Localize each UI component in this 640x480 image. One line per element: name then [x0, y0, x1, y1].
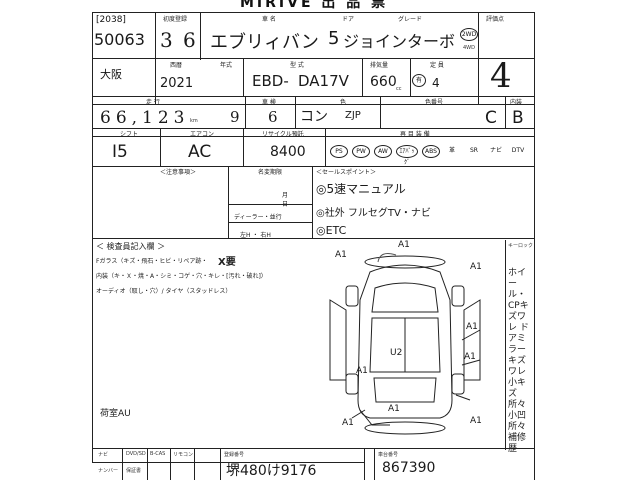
displacement-value: 660 — [370, 74, 397, 90]
rating-value: 4 — [490, 56, 512, 96]
damage-mark: U2 — [390, 348, 403, 358]
damage-mark: A1 — [470, 262, 482, 272]
lot-prefix: [2038] — [96, 15, 126, 25]
name-month: 月 — [282, 192, 289, 199]
color-code-value: ZJP — [345, 110, 361, 121]
capacity-value: 4 — [432, 76, 440, 90]
damage-mark: A1 — [335, 250, 347, 260]
gasoline-badge: 有 — [412, 74, 426, 87]
option-badge: SR — [470, 147, 478, 154]
car-name-label: 車 名 — [262, 16, 276, 23]
lot-number: 50063 — [94, 30, 145, 49]
inspector-title: ＜ 検査員記入欄 ＞ — [96, 242, 166, 251]
bottom-col1: ナビ — [98, 452, 109, 458]
sales-point-1: ◎5速マニュアル — [316, 182, 406, 196]
interior-line: 内装（キ・Ｘ・焼・A・シミ・コゲ・穴・キレ・[汚れ・破れ]） — [96, 273, 267, 280]
aircon-value: AC — [188, 142, 212, 162]
handle-label: 左H ・ 右H — [240, 232, 271, 239]
color-label: 色 — [340, 99, 347, 106]
first-reg-year: 3 — [160, 28, 173, 52]
color-value: コン — [300, 109, 328, 125]
model-year-label: 年式 — [220, 62, 233, 69]
damage-mark: A1 — [342, 418, 354, 428]
km-unit: km — [190, 118, 198, 124]
damage-mark: A1 — [356, 366, 368, 376]
sales-point-3: ◎ETC — [316, 224, 347, 237]
option-badge: PW — [352, 145, 370, 158]
year-label: 西暦 — [170, 62, 183, 69]
model-label: 型 式 — [290, 62, 304, 69]
4wd-label: 4WD — [463, 45, 475, 51]
side-notes: ホイール・CPキズワレ ドアミラーキズワレ 小キズ所々 小凹所々 補修歴 — [508, 268, 529, 454]
option-badge: ナビ — [489, 147, 502, 154]
glass-x: X要 — [218, 257, 236, 268]
glass-line: Fガラス（キズ・飛石・ヒビ・リペア跡・ — [96, 258, 208, 265]
km-mark: キーロック — [508, 243, 534, 249]
first-reg-month: 6 — [183, 28, 196, 52]
page-title: MIRIVE 出 品 票 — [240, 0, 389, 11]
bottom-col4: リモコン — [173, 452, 194, 458]
grade-value: ジョインターボ — [343, 32, 456, 51]
note-title: ＜注意事項＞ — [160, 169, 197, 176]
bottom-plate-label: 登録番号 — [224, 452, 245, 458]
option-badge: PS — [330, 145, 348, 158]
region: 大阪 — [100, 68, 122, 81]
shift-label: シフト — [120, 131, 139, 138]
color-code-label: 色番号 — [425, 99, 444, 106]
displacement-label: 排気量 — [370, 62, 389, 69]
aircon-label: エアコン — [190, 131, 215, 138]
plate-value: 堺480け9176 — [226, 463, 317, 479]
interior-value: B — [512, 108, 524, 128]
sales-title: ＜セールスポイント＞ — [316, 169, 377, 176]
option-badge: ABS — [422, 145, 440, 158]
options-label: 再 目 装 備 — [400, 131, 430, 138]
shaken-label: 車 検 — [262, 99, 276, 106]
option-badge: DTV — [511, 147, 525, 154]
cc-unit: cc — [396, 86, 402, 92]
names-title: 名変期限 — [258, 169, 283, 176]
color-mark: C — [485, 108, 497, 128]
dealer-label: ディーラー・並行 — [234, 214, 282, 221]
vin-value: 867390 — [382, 460, 436, 476]
damage-mark: A1 — [466, 322, 478, 332]
name-day: 日 — [282, 201, 289, 208]
year-value: 2021 — [160, 76, 194, 91]
option-badge: ｴｱﾊﾞｯｸﾞ — [396, 145, 418, 166]
shift-value: I5 — [112, 142, 128, 162]
audio-line: オーディオ（取し・穴）/ タイヤ（スタッドレス） — [96, 288, 232, 295]
sales-point-2: ◎社外 フルセグTV・ナビ — [316, 208, 431, 219]
interior-label: 内装 — [510, 99, 523, 106]
option-badge: 革 — [448, 147, 455, 154]
bottom-row2: ナンバー — [98, 468, 119, 474]
damage-mark: A1 — [464, 352, 476, 362]
damage-mark: A1 — [388, 404, 400, 414]
shaken-year: 9 — [230, 108, 240, 126]
recycle-label: リサイクル預託 — [262, 131, 304, 138]
model-value: DA17V — [298, 72, 349, 90]
grade-label: グレード — [398, 16, 423, 23]
bottom-row2b: 保証書 — [126, 468, 142, 474]
first-reg-label: 初度登録 — [163, 16, 188, 23]
damage-mark: A1 — [398, 240, 410, 250]
2wd-badge: 2WD — [460, 28, 478, 41]
model-prefix: EBD- — [252, 72, 289, 90]
car-name-value: エブリィバン — [210, 32, 319, 53]
bottom-vin-label: 車台番号 — [378, 452, 399, 458]
damage-mark: A1 — [470, 416, 482, 426]
left-note: 荷室AU — [100, 409, 131, 419]
option-badge: AW — [374, 145, 392, 158]
mileage-label: 走 行 — [146, 99, 160, 106]
door-value: 5 — [328, 28, 340, 49]
capacity-label: 定 員 — [430, 62, 444, 69]
mileage-value: 66,123 — [100, 108, 190, 128]
bottom-col3: B-CAS — [150, 451, 166, 457]
shaken-month: 6 — [268, 108, 278, 126]
door-label: ドア — [342, 16, 355, 23]
recycle-value: 8400 — [270, 144, 306, 160]
rating-label: 評価点 — [486, 16, 505, 23]
bottom-col2: DVD/SD — [126, 451, 146, 457]
